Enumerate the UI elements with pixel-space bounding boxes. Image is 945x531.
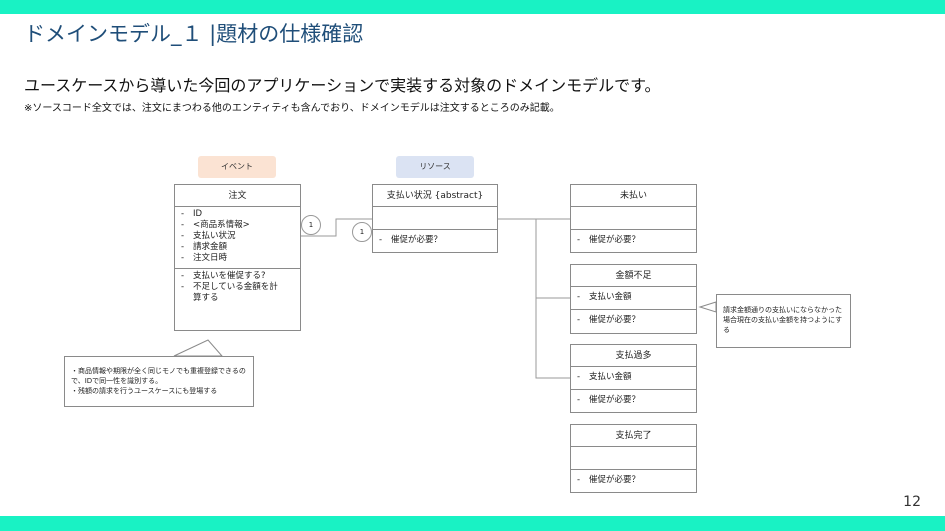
page-number: 12: [903, 494, 921, 510]
shortage-note-callout: 請求金額通りの支払いにならなかった場合現在の支払い金額を持つようにする: [716, 294, 851, 348]
method: 催促が必要？: [589, 315, 641, 325]
class-payment-status-name: 支払い状況 {abstract}: [373, 185, 497, 207]
class-shortage: 金額不足 -支払い金額 -催促が必要？: [570, 264, 697, 334]
class-order-name: 注文: [175, 185, 300, 207]
method: 催促が必要？: [589, 475, 641, 485]
multiplicity-order-side: 1: [301, 215, 321, 235]
class-payment-status-methods: -催促が必要？: [379, 235, 443, 245]
attribute: 請求金額: [193, 242, 228, 252]
top-accent-bar: [0, 0, 945, 14]
class-order: 注文 -ID -<商品系情報> -支払い状況 -請求金額 -注文日時 -支払いを…: [174, 184, 301, 331]
class-overpaid-name: 支払過多: [571, 345, 696, 367]
page-subtitle: ユースケースから導いた今回のアプリケーションで実装する対象のドメインモデルです。: [24, 76, 661, 95]
class-unpaid-attributes: [571, 207, 696, 230]
attribute: 支払い状況: [193, 231, 236, 241]
class-completed-attributes: [571, 447, 696, 470]
method: 催促が必要？: [589, 395, 641, 405]
attribute: <商品系情報>: [193, 220, 250, 230]
class-shortage-attributes: -支払い金額: [571, 287, 696, 310]
attribute: ID: [193, 209, 203, 219]
callout-text: ・残額の請求を行うユースケースにも登場する: [71, 387, 218, 395]
order-note-callout: ・商品情報や期限が全く同じモノでも重複登録できるので、IDで同一性を識別する。 …: [64, 356, 254, 407]
class-overpaid-methods: -催促が必要？: [577, 395, 641, 405]
multiplicity-resource-side: 1: [352, 222, 372, 242]
class-shortage-methods: -催促が必要？: [577, 315, 641, 325]
class-completed: 支払完了 -催促が必要？: [570, 424, 697, 493]
page-title: ドメインモデル_１ |題材の仕様確認: [24, 22, 364, 46]
class-unpaid: 未払い -催促が必要？: [570, 184, 697, 253]
order-callout-pointer: [173, 339, 224, 357]
association-line: [300, 218, 372, 237]
class-order-attributes: -ID -<商品系情報> -支払い状況 -請求金額 -注文日時: [175, 207, 300, 269]
class-overpaid: 支払過多 -支払い金額 -催促が必要？: [570, 344, 697, 413]
attribute: 注文日時: [193, 253, 228, 263]
class-overpaid-attributes: -支払い金額: [571, 367, 696, 390]
attribute: 支払い金額: [589, 292, 632, 302]
method: 不足している金額を計算する: [193, 282, 278, 303]
class-payment-status: 支払い状況 {abstract} -催促が必要？: [372, 184, 498, 253]
class-payment-status-attributes: [373, 207, 497, 230]
page-note: ※ソースコード全文では、注文にまつわる他のエンティティも含んでおり、ドメインモデ…: [24, 103, 560, 114]
shortage-callout-pointer: [698, 301, 717, 313]
method: 支払いを催促する?: [193, 271, 266, 281]
attribute: 支払い金額: [589, 372, 632, 382]
class-completed-name: 支払完了: [571, 425, 696, 447]
callout-text: ・商品情報や期限が全く同じモノでも重複登録できるので、IDで同一性を識別する。: [71, 367, 246, 385]
bottom-accent-bar: [0, 516, 945, 531]
class-unpaid-name: 未払い: [571, 185, 696, 207]
method: 催促が必要？: [391, 235, 443, 245]
resource-tag: リソース: [396, 156, 474, 178]
class-shortage-name: 金額不足: [571, 265, 696, 287]
event-tag: イベント: [198, 156, 276, 178]
class-order-methods: -支払いを催促する? -不足している金額を計算する: [175, 269, 300, 306]
class-unpaid-methods: -催促が必要？: [577, 235, 641, 245]
method: 催促が必要？: [589, 235, 641, 245]
class-completed-methods: -催促が必要？: [577, 475, 641, 485]
